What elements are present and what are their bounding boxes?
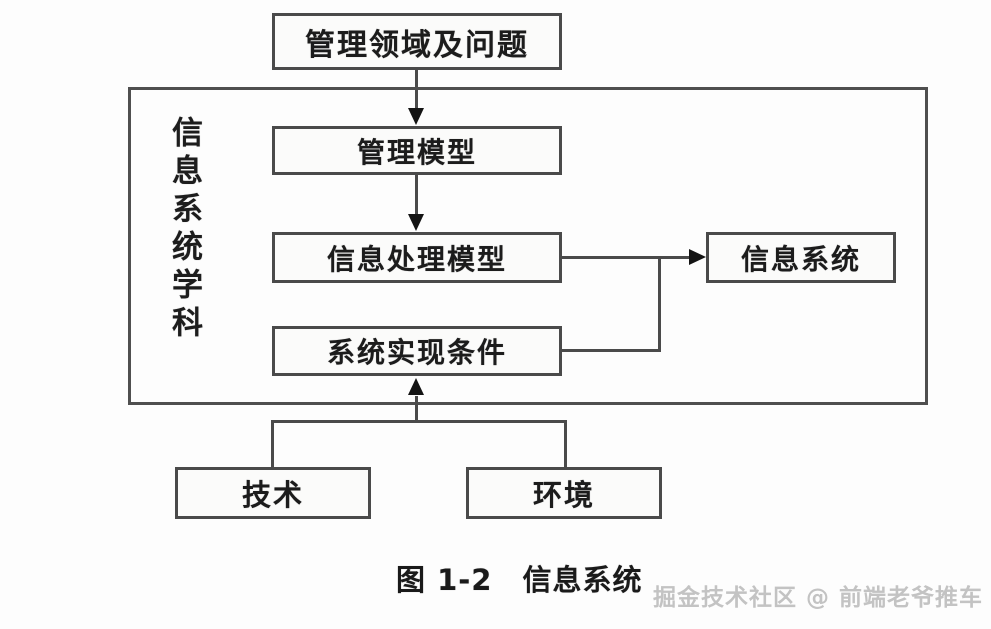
discipline-vertical-label: 信息系统学科 [166, 116, 202, 344]
node-label: 信息处理模型 [326, 242, 507, 276]
edge-merge-to-information-system-line [658, 256, 692, 259]
node-label: 信息系统 [740, 242, 861, 276]
discipline-container [128, 87, 928, 405]
edge-conditions-to-merge-line [562, 349, 661, 352]
node-management-model: 管理模型 [272, 126, 562, 175]
edge-management-to-process-arrowhead [408, 214, 424, 231]
edge-bottom-to-conditions-line [415, 396, 418, 422]
node-label: 管理领域及问题 [305, 27, 529, 63]
bottom-bracket-horizontal-line [271, 420, 567, 423]
node-information-processing-model: 信息处理模型 [272, 232, 562, 283]
node-label: 技术 [241, 478, 304, 512]
node-environment: 环境 [466, 467, 662, 519]
node-management-domain-and-problems: 管理领域及问题 [272, 13, 562, 70]
edge-merge-to-information-system-arrowhead [689, 249, 706, 265]
watermark-text: 掘金技术社区 @ 前端老爷推车 [653, 585, 984, 611]
edge-bottom-to-conditions-arrowhead [408, 378, 424, 395]
node-label: 管理模型 [356, 135, 477, 169]
node-technology: 技术 [175, 467, 371, 519]
node-information-system: 信息系统 [706, 232, 896, 283]
node-label: 系统实现条件 [326, 336, 507, 369]
node-system-realization-conditions: 系统实现条件 [272, 326, 562, 376]
edge-merge-vertical-line [658, 256, 661, 352]
bottom-bracket-right-stem [564, 420, 567, 468]
node-label: 环境 [532, 478, 595, 512]
edge-process-to-merge-line [562, 256, 661, 259]
figure-caption: 图 1-2 信息系统 [396, 563, 643, 597]
edge-top-to-management-model-line [415, 70, 418, 112]
edge-top-to-management-model-arrowhead [408, 108, 424, 125]
bottom-bracket-left-stem [271, 420, 274, 468]
edge-management-to-process-line [415, 175, 418, 217]
